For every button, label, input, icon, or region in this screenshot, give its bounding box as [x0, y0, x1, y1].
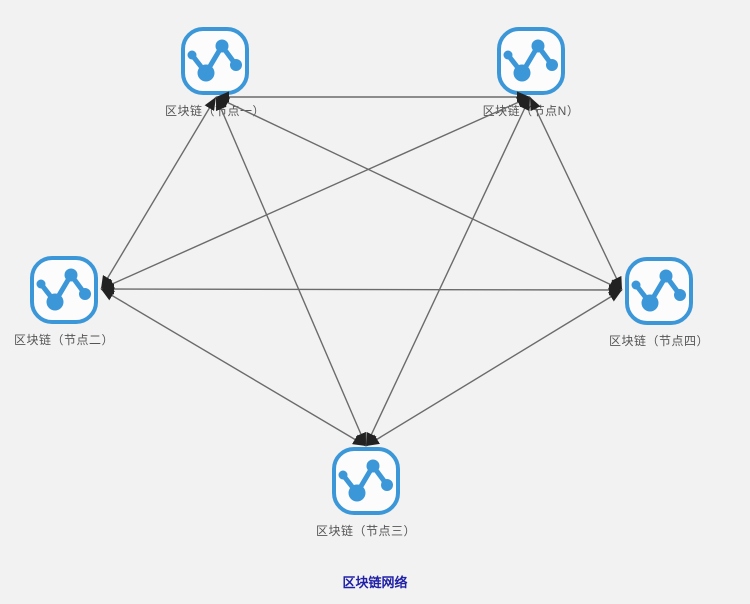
diagram-caption: 区块链网络 — [342, 575, 408, 590]
network-graph-icon[interactable] — [179, 25, 251, 97]
node-label-node-4: 区块链（节点四） — [608, 334, 710, 348]
network-graph-icon[interactable] — [495, 25, 567, 97]
node-label-node-1: 区块链（节点一） — [164, 104, 266, 118]
diagram-node-node-1: 区块链（节点一） — [165, 25, 265, 118]
diagram-node-node-n: 区块链（节点N） — [483, 25, 579, 118]
node-label-node-3: 区块链（节点三） — [315, 524, 417, 538]
network-graph-icon[interactable] — [28, 254, 100, 326]
diagram-node-node-3: 区块链（节点三） — [316, 445, 416, 538]
diagram-node-node-4: 区块链（节点四） — [609, 255, 709, 348]
network-graph-icon[interactable] — [623, 255, 695, 327]
node-label-node-2: 区块链（节点二） — [13, 333, 115, 347]
diagram-node-node-2: 区块链（节点二） — [14, 254, 114, 347]
network-graph-icon[interactable] — [330, 445, 402, 517]
node-label-node-n: 区块链（节点N） — [482, 104, 580, 118]
